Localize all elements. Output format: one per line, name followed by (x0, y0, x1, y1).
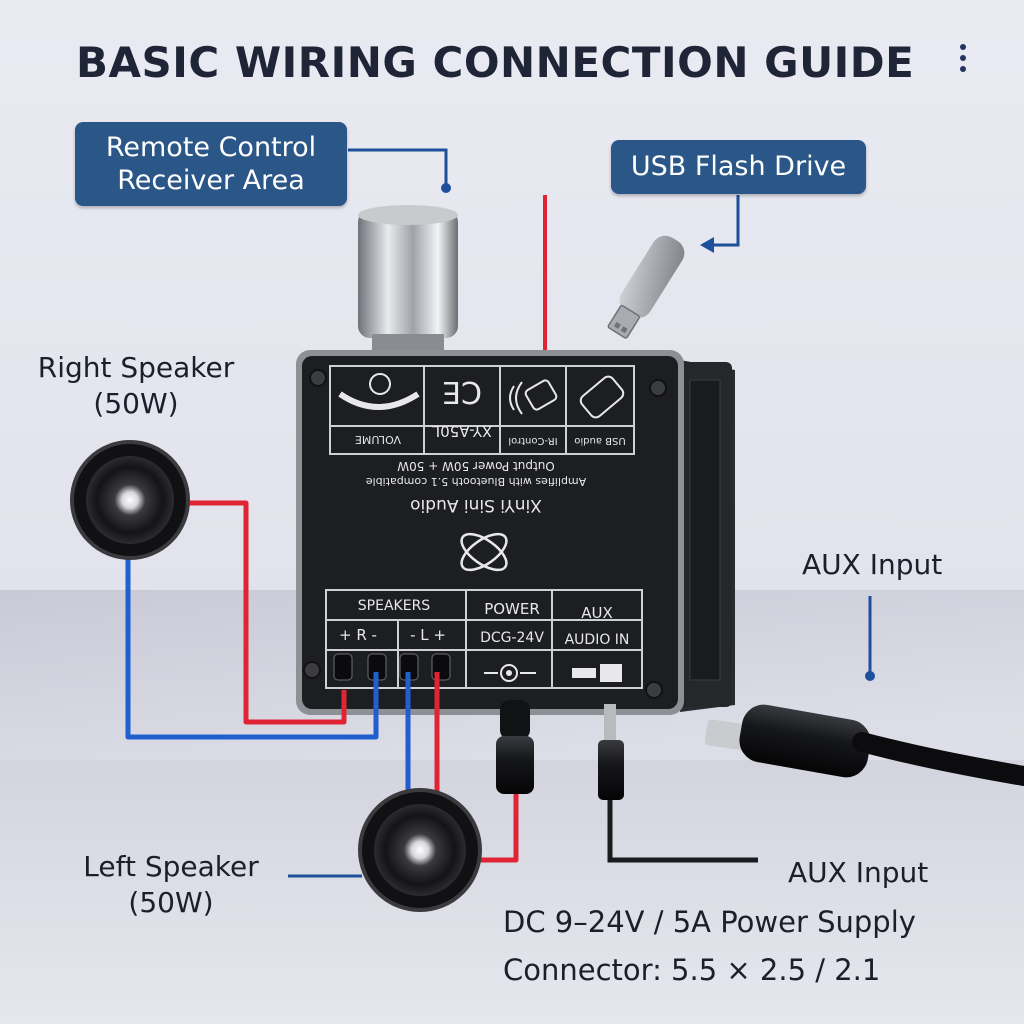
remote-callout-line1: Remote Control (105, 132, 317, 163)
board-speakers-label: SPEAKERS (358, 598, 431, 614)
right-speaker-label: Right Speaker (50W) (26, 350, 246, 422)
usb-callout-label: USB Flash Drive (630, 151, 847, 182)
table-front (0, 760, 1024, 1024)
usb-leader-arrow (700, 237, 714, 253)
left-speaker-name: Left Speaker (83, 850, 259, 883)
board-right-channel: + R - (339, 626, 377, 644)
board-desc-line1: Amplifies with Bluetooth 5.1 compatible (366, 475, 587, 488)
board-desc-line2: Output Power 50W + 50W (397, 459, 555, 473)
right-speaker (70, 440, 190, 560)
connector-label: Connector: 5.5 × 2.5 / 2.1 (503, 953, 881, 987)
board-volume-text: VOLUME (355, 433, 401, 446)
board-power-spec: DCG-24V (480, 630, 544, 646)
aux-plug (598, 704, 624, 800)
board-left-channel: - L + (410, 626, 446, 644)
board-ir-text: IR-Control (508, 435, 557, 446)
page-title: BASIC WIRING CONNECTION GUIDE (76, 38, 915, 87)
right-speaker-watts: (50W) (93, 387, 179, 420)
board-brand-text: XinYi Sini Audio (410, 495, 542, 515)
volume-knob[interactable] (358, 205, 458, 352)
board-ce-mark: CE (442, 374, 482, 409)
more-menu-icon[interactable] (955, 44, 971, 80)
board-power-label: POWER (484, 600, 540, 618)
aux-cable (704, 704, 1024, 786)
speaker-wires (125, 500, 519, 863)
board-aux-label: AUX (581, 604, 613, 622)
aux-cable-wire (607, 800, 758, 863)
remote-callout-line2: Receiver Area (117, 165, 305, 196)
right-speaker-name: Right Speaker (37, 351, 235, 384)
board-markings: VOLUME XY-A50L CE IR-Control USB audio A… (339, 374, 629, 648)
aux-leader-dot (865, 671, 875, 681)
power-supply-label: DC 9–24V / 5A Power Supply (503, 905, 916, 939)
usb-callout: USB Flash Drive (611, 140, 866, 194)
left-speaker-label: Left Speaker (50W) (66, 849, 276, 921)
callout-leaders (288, 148, 872, 878)
amplifier-board (296, 350, 735, 715)
board-audio-in-label: AUDIO IN (565, 632, 630, 648)
aux-input-label-bottom: AUX Input (788, 856, 929, 889)
remote-leader-dot (441, 183, 451, 193)
board-model-text: XY-A50L (431, 422, 492, 440)
usb-flash-drive (607, 235, 685, 339)
dc-power-plug (496, 700, 534, 794)
left-speaker (358, 788, 482, 912)
aux-input-label-top: AUX Input (802, 548, 943, 581)
remote-control-callout: Remote Control Receiver Area (75, 122, 347, 206)
board-usb-text: USB audio (574, 435, 625, 446)
left-speaker-watts: (50W) (128, 886, 214, 919)
